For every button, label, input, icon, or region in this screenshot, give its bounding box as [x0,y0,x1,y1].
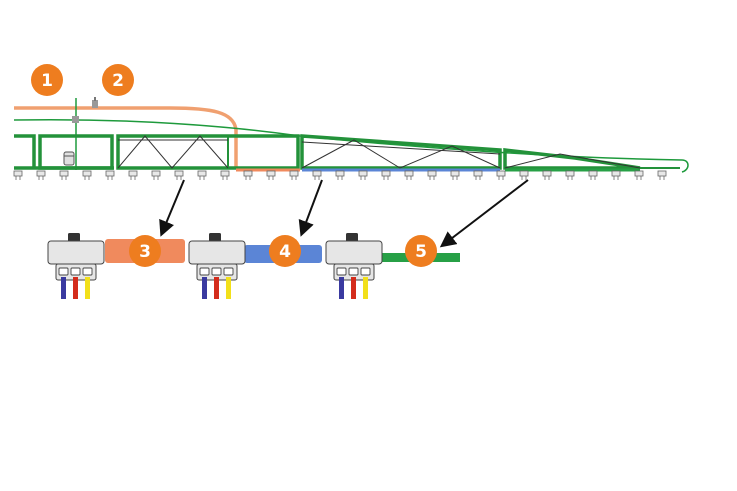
arrow-to-section-5 [439,179,529,248]
valve-wire [73,277,78,299]
valve-body [188,240,246,265]
valve-pin [82,267,93,276]
callout-label-3: 3 [139,242,151,262]
callout-label-1: 1 [41,71,53,91]
boom-frame-3 [300,134,502,170]
nozzle [542,170,552,180]
nozzle [220,170,230,180]
arrow-to-section-3 [159,179,185,237]
nozzle [565,170,575,180]
nozzle [519,170,529,180]
nozzle [174,170,184,180]
nozzle-row [13,170,667,180]
boom-frame-2 [116,134,300,170]
nozzle [59,170,69,180]
valve-pin [360,267,371,276]
valve-cap [209,233,221,242]
valve-pin [223,267,234,276]
valve-pin [211,267,222,276]
valve-cap [68,233,80,242]
nozzle [496,170,506,180]
callout-badge-4: 4 [269,235,301,267]
valve-pin [348,267,359,276]
nozzle [105,170,115,180]
callout-label-2: 2 [112,71,124,91]
nozzle [13,170,23,180]
nozzle [82,170,92,180]
valve-body [47,240,105,265]
valve-wire [85,277,90,299]
boom-frame-1 [14,134,114,170]
callout-badge-5: 5 [405,235,437,267]
nozzle [427,170,437,180]
valve-wire [61,277,66,299]
line-junction [72,116,79,123]
filter-canister [63,151,75,166]
valve-wire [363,277,368,299]
callout-label-4: 4 [279,242,291,262]
nozzle [588,170,598,180]
nozzle [243,170,253,180]
nozzle [128,170,138,180]
valve-pin [199,267,210,276]
nozzle [473,170,483,180]
boom-frame-4 [503,148,680,170]
nozzle [358,170,368,180]
nozzle [335,170,345,180]
nozzle [289,170,299,180]
pressure-sensor [92,97,98,108]
nozzle [611,170,621,180]
valve-cap [346,233,358,242]
nozzle [450,170,460,180]
section-valve-1 [47,233,105,299]
valve-pin [70,267,81,276]
nozzle [36,170,46,180]
valve-wire [214,277,219,299]
arrow-to-section-4 [298,179,323,237]
nozzle [657,170,667,180]
green-return-line [13,118,689,173]
nozzle [197,170,207,180]
callout-badge-3: 3 [129,235,161,267]
nozzle [266,170,276,180]
valve-wire [351,277,356,299]
valve-wire [226,277,231,299]
section-valve-2 [188,233,246,299]
callout-label-5: 5 [415,242,427,262]
nozzle [312,170,322,180]
valve-wire [202,277,207,299]
valve-body [325,240,383,265]
callout-badge-1: 1 [31,64,63,96]
valve-pin [336,267,347,276]
nozzle [634,170,644,180]
valve-pin [58,267,69,276]
nozzle [381,170,391,180]
valve-wire [339,277,344,299]
nozzle [151,170,161,180]
callout-badge-2: 2 [102,64,134,96]
section-valve-3 [325,233,383,299]
nozzle [404,170,414,180]
